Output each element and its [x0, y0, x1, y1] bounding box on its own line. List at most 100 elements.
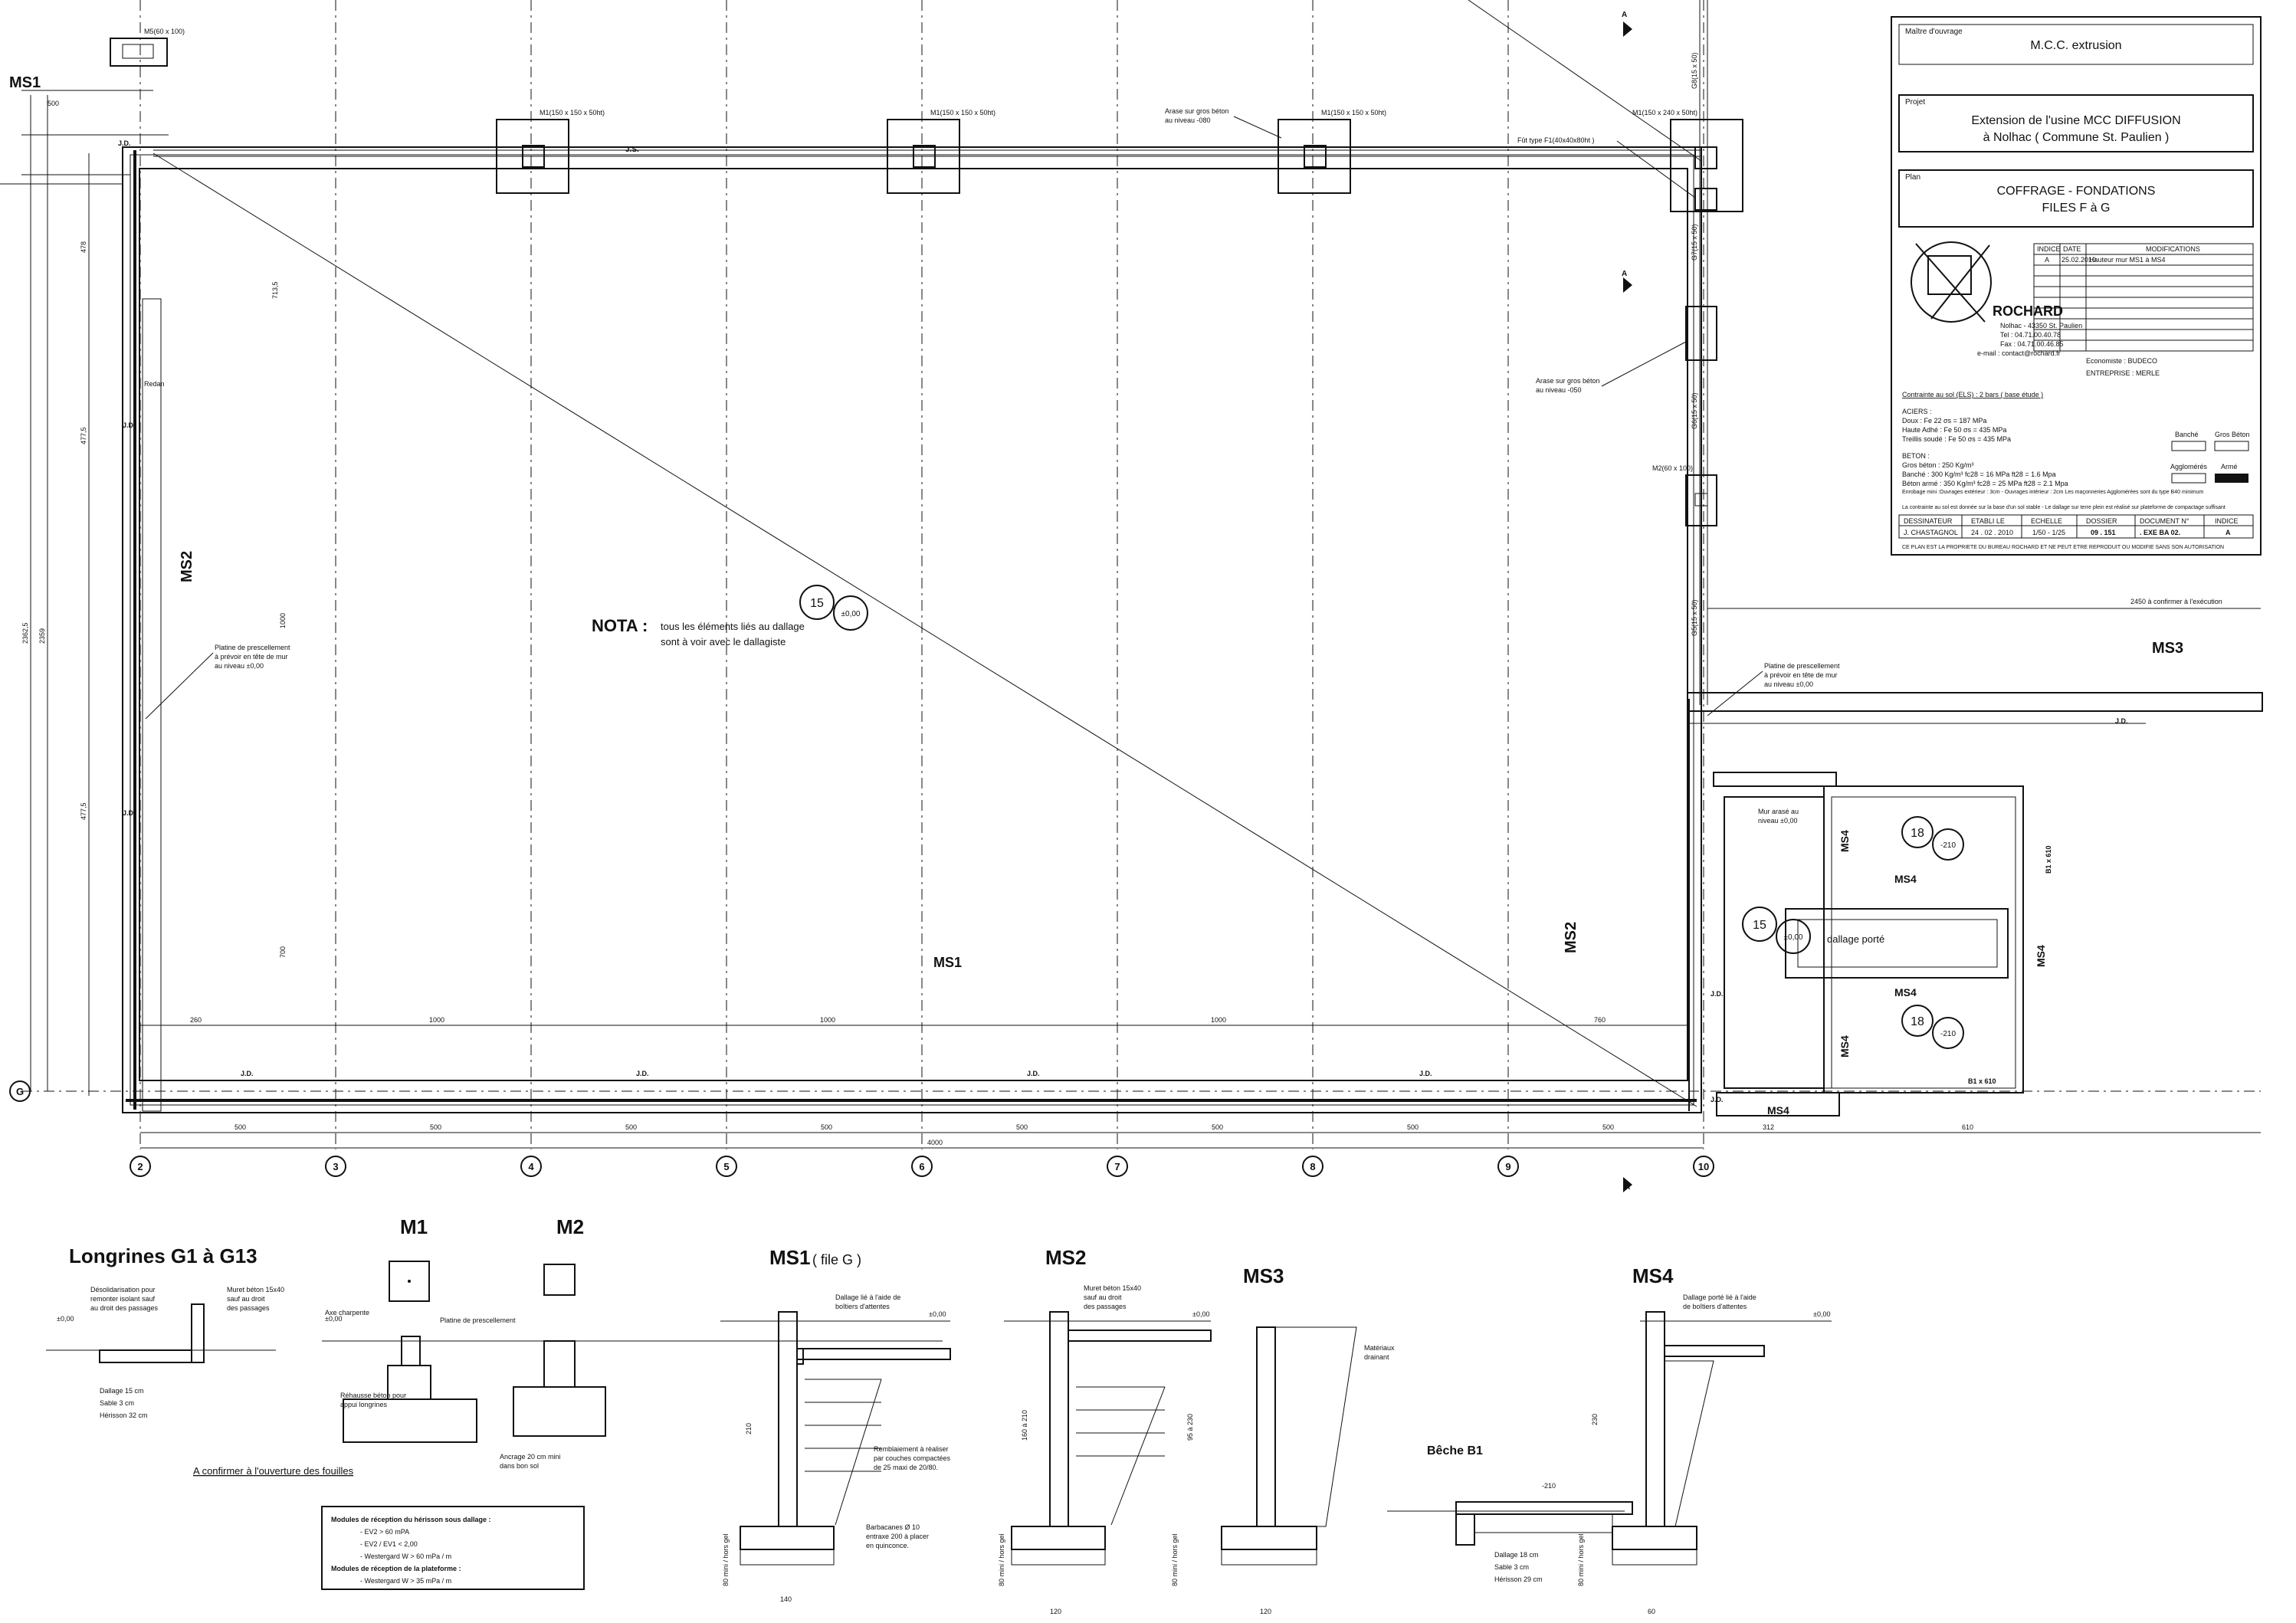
ms2-d120: 120 — [1050, 1608, 1061, 1615]
bdim-7: 500 — [1407, 1123, 1419, 1131]
ancrage-1: Ancrage 20 cm mini — [500, 1453, 561, 1461]
mod-row-date: 25.02.2010 — [2061, 256, 2096, 264]
beton-gros: Gros béton : 250 Kg/m³ — [1902, 461, 1974, 469]
b1-label-bottom: B1 x 610 — [1968, 1077, 1996, 1085]
firm-tel: Tel : 04.71.00.40.78 — [2000, 331, 2061, 339]
left-dim-700: 700 — [279, 946, 287, 958]
inner-dim-3: 1000 — [820, 1016, 835, 1024]
plan-line1: COFFRAGE - FONDATIONS — [1997, 185, 2156, 198]
plan-label: Plan — [1905, 173, 1920, 182]
grid-3: 3 — [333, 1161, 338, 1172]
ms1-d210: 210 — [745, 1423, 753, 1434]
grid-2: 2 — [137, 1161, 143, 1172]
g-label-g6: G6(15 x 50) — [1691, 392, 1698, 429]
inner-dim-1: 260 — [190, 1016, 202, 1024]
slab18-a: 18 — [1911, 827, 1924, 840]
left-dim-478a: 478 — [80, 241, 87, 253]
projet-line2: à Nolhac ( Commune St. Paulien ) — [1983, 131, 2170, 144]
ms2-muret-3: des passages — [1084, 1303, 1127, 1310]
platine-left-l2: à prévoir en tête de mur — [215, 653, 288, 661]
modifications-table: INDICE DATE MODIFICATIONS A 25.02.2010 H… — [2033, 243, 2254, 352]
bdim-9: 312 — [1763, 1123, 1774, 1131]
platine-note-left: Platine de prescellement à prévoir en tê… — [145, 644, 290, 720]
m2-label: M2(60 x 100) — [1652, 464, 1693, 472]
m1-title: M1 — [400, 1215, 428, 1238]
rehausse-1: Réhausse béton pour — [340, 1392, 406, 1399]
grid-lines — [21, 0, 2261, 1149]
foot-indice: A — [2225, 529, 2231, 536]
slab-level-main: ±0,00 — [841, 610, 861, 618]
dallage-porte-lie-2: de boîtiers d'attentes — [1683, 1303, 1747, 1310]
foot-h-echelle: ECHELLE — [2031, 517, 2062, 525]
ms4-label-6: MS4 — [1767, 1104, 1789, 1116]
platine-left-l1: Platine de prescellement — [215, 644, 290, 651]
footing-m5: M5(60 x 100) — [110, 28, 185, 67]
maitre-label: Maître d'ouvrage — [1905, 28, 1963, 36]
pit-walls-ms4 — [1687, 692, 2263, 1116]
platine-right-l2: à prévoir en tête de mur — [1764, 671, 1838, 679]
foot-h-dessinateur: DESSINATEUR — [1904, 517, 1953, 525]
m1-level: ±0,00 — [325, 1315, 342, 1323]
mod-header-indice: INDICE — [2037, 245, 2061, 253]
property-note: CE PLAN EST LA PROPRIETE DU BUREAU ROCHA… — [1902, 545, 2224, 550]
aciers-doux: Doux : Fe 22 σs = 187 MPa — [1902, 417, 1986, 425]
fut-label: Fût type F1(40x40x80ht ) — [1517, 136, 1595, 144]
ms2-label-left: MS2 — [179, 551, 195, 582]
slab-callout-ms4-b: 18 -210 — [1901, 1005, 1964, 1049]
ms3-detail-title: MS3 — [1243, 1264, 1284, 1287]
ms4-label-1: MS4 — [1838, 830, 1851, 852]
ms1-d140: 140 — [780, 1595, 792, 1603]
barbacanes-2: entraxe 200 à placer — [866, 1533, 929, 1540]
entreprise: ENTREPRISE : MERLE — [2086, 369, 2160, 377]
material-legend: Banché Gros Béton Agglomérés Armé — [2170, 431, 2250, 484]
bdim-10: 610 — [1962, 1123, 1973, 1131]
slab-level-pit: ±0,00 — [1784, 933, 1803, 942]
footing-m1-4: M1(150 x 150 x 50ht) — [496, 109, 605, 194]
nota-key: NOTA : — [592, 616, 648, 635]
economiste: Economiste : BUDECO — [2086, 357, 2157, 365]
ms3-hors-gel: 80 mini / hors gel — [1171, 1533, 1179, 1586]
platine-left-l3: au niveau ±0,00 — [215, 662, 264, 670]
g-label-top: G8(15 x 50) — [1691, 52, 1698, 89]
ms2-detail-title: MS2 — [1045, 1246, 1086, 1269]
slab-thickness-main: 15 — [810, 597, 824, 610]
dallage-porte: dallage porté — [1827, 933, 1884, 945]
couche-sable: Sable 3 cm — [100, 1399, 134, 1407]
platine-right-l3: au niveau ±0,00 — [1764, 680, 1813, 688]
m1-label-8: M1(150 x 150 x 50ht) — [1321, 109, 1386, 116]
arase050-l2: au niveau -050 — [1536, 386, 1582, 394]
g-label-g7: G7(15 x 50) — [1691, 224, 1698, 261]
foot-h-document: DOCUMENT N° — [2140, 517, 2189, 525]
left-dim-500: 500 — [48, 100, 59, 107]
nota-line2: sont à voir avec le dallagiste — [661, 636, 786, 648]
longrines-level: ±0,00 — [57, 1315, 74, 1323]
note-sol: La contrainte au sol est donnée sur la b… — [1902, 505, 2225, 510]
projet-line1: Extension de l'usine MCC DIFFUSION — [1971, 114, 2180, 127]
bdim-5: 500 — [1016, 1123, 1028, 1131]
module-2: - EV2 / EV1 < 2,00 — [360, 1540, 418, 1548]
grid-8: 8 — [1310, 1161, 1315, 1172]
ms1-hors-gel: 80 mini / hors gel — [722, 1533, 730, 1586]
barbacanes-1: Barbacanes Ø 10 — [866, 1523, 920, 1531]
dallage-lie-1: Dallage lié à l'aide de — [835, 1293, 900, 1301]
bdim-6: 500 — [1212, 1123, 1223, 1131]
nota-note: NOTA : tous les éléments liés au dallage… — [592, 616, 805, 648]
b1-label-right: B1 x 610 — [2045, 845, 2052, 874]
legend-arme: Armé — [2221, 463, 2238, 471]
beche-title: Bêche B1 — [1427, 1444, 1483, 1457]
ms2-muret-1: Muret béton 15x40 — [1084, 1284, 1141, 1292]
detail-longrines: Longrines G1 à G13 Désolidarisation pour… — [46, 1244, 354, 1477]
section-a-mid: A — [1622, 270, 1627, 278]
remblai-3: de 25 maxi de 20/80. — [874, 1464, 938, 1471]
slab-callout-main: 15 ±0,00 — [799, 585, 868, 631]
section-a-top: A — [1622, 11, 1627, 19]
g-label-g5: G5(15 x 50) — [1691, 599, 1698, 636]
jd-8: J.D. — [1711, 990, 1724, 998]
longrines-note-3: au droit des passages — [90, 1304, 159, 1312]
longrines-note-1: Désolidarisation pour — [90, 1286, 156, 1293]
confirm-fouilles: A confirmer à l'ouverture des fouilles — [193, 1465, 354, 1477]
ms2-muret-2: sauf au droit — [1084, 1293, 1122, 1301]
legend-gros: Gros Béton — [2215, 431, 2250, 438]
mod-row-indice: A — [2045, 256, 2049, 264]
left-dim-7135: 713,5 — [271, 281, 279, 299]
